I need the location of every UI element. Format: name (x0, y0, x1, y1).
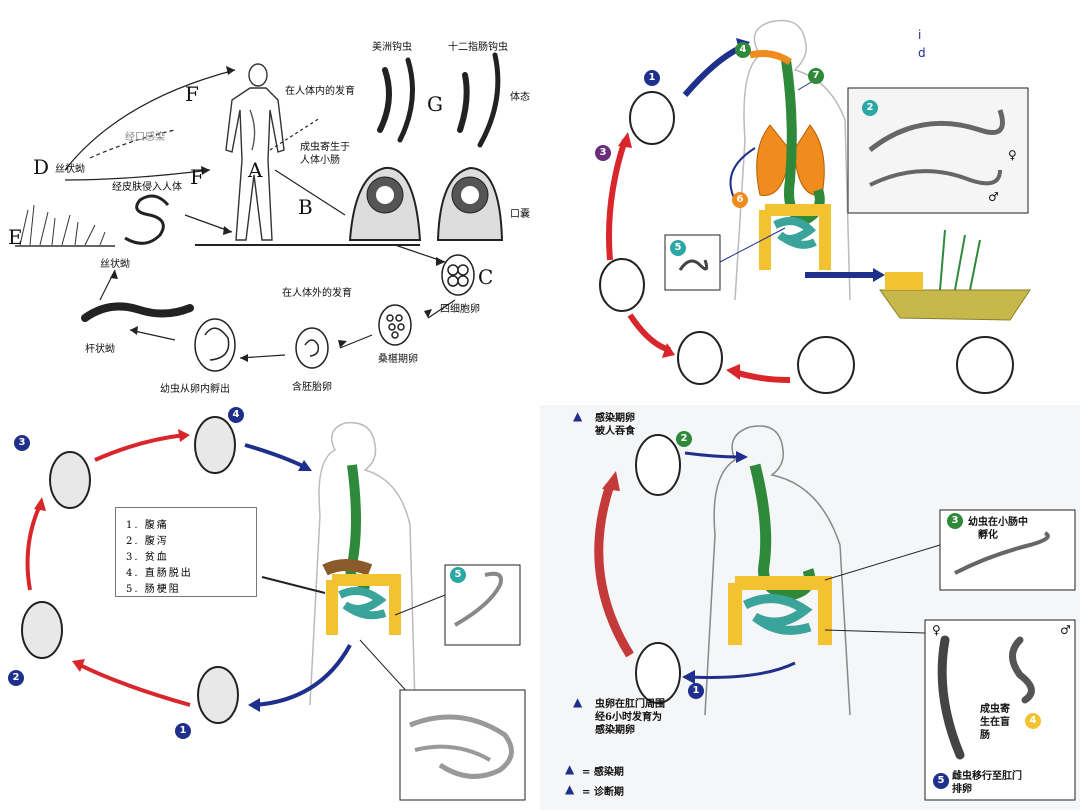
step5-label-2: 排卵 (952, 784, 972, 795)
label-duodenale: 十二指肠钩虫 (448, 42, 508, 53)
step-6-badge: 6 (732, 192, 748, 208)
step4-label-3: 肠 (980, 730, 990, 741)
label-in-body: 在人体内的发育 (285, 86, 355, 97)
infective-triangle-top: ▲ (573, 409, 583, 423)
step-2-badge: 2 (862, 100, 878, 116)
enterobius-lifecycle-panel: ▲ 感染期卵 被人吞食 2 3 幼虫在小肠中 孵化 成虫寄 生在盲 肠 4 5 … (540, 405, 1080, 810)
step-5-badge: 5 (670, 240, 686, 256)
human-figure (225, 63, 285, 241)
step1-label: 感染期卵 (595, 413, 635, 424)
step-1-badge: 1 (688, 683, 704, 699)
step1-label-2: 被人吞食 (595, 426, 635, 437)
step-7-badge: 7 (808, 68, 824, 84)
letter-a: A (248, 158, 263, 182)
legend-infective-label: = 感染期 (582, 767, 624, 778)
step-4-badge: 4 (1025, 713, 1041, 729)
americanus-worm-drawing (377, 67, 392, 133)
letter-b: B (298, 195, 313, 219)
label-four-cell-egg: 四细胞卵 (440, 304, 480, 315)
legend-diagnostic-label: = 诊断期 (582, 787, 624, 798)
symptom-legend: 1. 腹痛 2. 腹泻 3. 贫血 4. 直肠脱出 5. 肠梗阻 (115, 507, 257, 597)
letter-d: D (33, 155, 50, 179)
step-3-badge: 3 (595, 145, 611, 161)
label-adult-lives: 成虫寄生于 (300, 142, 350, 153)
label-outside-body: 在人体外的发育 (282, 288, 352, 299)
male-symbol: ♂ (988, 190, 999, 204)
mouth-capsule-drawing (348, 166, 504, 241)
step-4-badge: 4 (228, 407, 244, 423)
hookworm-drawing (15, 52, 504, 372)
duodenale-worm-drawing (457, 72, 470, 133)
step4-label-2: 生在盲 (980, 717, 1010, 728)
step-5-badge: 5 (933, 773, 949, 789)
ascaris-drawing (599, 19, 1031, 394)
egg-stages-drawing (194, 254, 475, 372)
label-rhabditiform: 杆状蚴 (85, 344, 115, 355)
label-morula-egg: 桑椹期卵 (378, 354, 418, 365)
female-symbol: ♀ (932, 623, 941, 637)
step-3-badge: 3 (947, 513, 963, 529)
step-4-badge: 4 (735, 42, 751, 58)
diagnostic-stage-triangle: d (918, 46, 926, 60)
step-2-badge: 2 (8, 670, 24, 686)
label-body-shape: 体态 (510, 92, 530, 103)
label-skin-infection: 经皮肤侵入人体 (112, 182, 182, 193)
legend-infective-triangle: ▲ (565, 762, 575, 776)
male-symbol: ♂ (1060, 623, 1071, 637)
symptom-2: 2. 腹泻 (126, 536, 169, 547)
enterobius-drawing (594, 425, 1076, 801)
egg-note: 虫卵在肛门周围 (595, 699, 665, 710)
step-1-badge: 1 (175, 723, 191, 739)
symptom-3: 3. 贫血 (126, 552, 169, 563)
trichuris-drawing (21, 416, 526, 801)
label-embryo-egg: 含胚胎卵 (292, 382, 332, 393)
egg-note-3: 感染期卵 (595, 725, 635, 736)
step5-label: 雌虫移行至肛门 (952, 771, 1022, 782)
label-d-filariform: 丝状蚴 (55, 164, 85, 175)
letter-e: E (8, 225, 23, 249)
grass-drawing (15, 204, 115, 247)
step3-label: 幼虫在小肠中 (968, 517, 1028, 528)
label-oral-infection: 经口感染 (125, 132, 165, 143)
trichuris-lifecycle-panel: 1. 腹痛 2. 腹泻 3. 贫血 4. 直肠脱出 5. 肠梗阻 3 4 2 1… (0, 405, 540, 810)
hookworm-lifecycle-panel: D E F F A B C G 丝状蚴 经口感染 经皮肤侵入人体 在人体内的发育… (0, 0, 540, 405)
symptom-1: 1. 腹痛 (126, 520, 169, 531)
label-americanus: 美洲钩虫 (372, 42, 412, 53)
egg-note-2: 经6小时发育为 (595, 712, 662, 723)
symptom-5: 5. 肠梗阻 (126, 584, 181, 595)
symptom-4: 4. 直肠脱出 (126, 568, 193, 579)
label-larva-hatch: 幼虫从卵内孵出 (160, 384, 230, 395)
label-mouth-capsule: 口囊 (510, 209, 530, 220)
step-5-badge: 5 (450, 567, 466, 583)
ascaris-eggs-drawing (599, 91, 1014, 394)
enterobius-eggs-drawing (635, 434, 681, 704)
filariform-larva-drawing (124, 194, 170, 245)
letter-c: C (478, 265, 494, 289)
trichuris-eggs-drawing (21, 416, 239, 724)
letter-f-mid: F (190, 165, 204, 189)
legend-diagnostic-triangle: ▲ (565, 782, 575, 796)
letter-f-top: F (185, 82, 199, 106)
label-filariform: 丝状蚴 (100, 259, 130, 270)
step3-label-2: 孵化 (978, 530, 998, 541)
step4-label: 成虫寄 (980, 704, 1010, 715)
step-3-badge: 3 (14, 435, 30, 451)
ascaris-lifecycle-panel: 1 4 7 3 5 6 2 i d ♀ ♂ (540, 0, 1080, 405)
diagnostic-triangle-egg: ▲ (573, 695, 583, 709)
letter-g: G (427, 92, 443, 116)
step-1-badge: 1 (644, 70, 660, 86)
rhabditiform-larva-drawing (81, 302, 194, 322)
step-2-badge: 2 (676, 431, 692, 447)
female-symbol: ♀ (1008, 148, 1017, 162)
infective-stage-triangle: i (918, 28, 922, 42)
label-adult-lives-2: 人体小肠 (300, 155, 340, 166)
